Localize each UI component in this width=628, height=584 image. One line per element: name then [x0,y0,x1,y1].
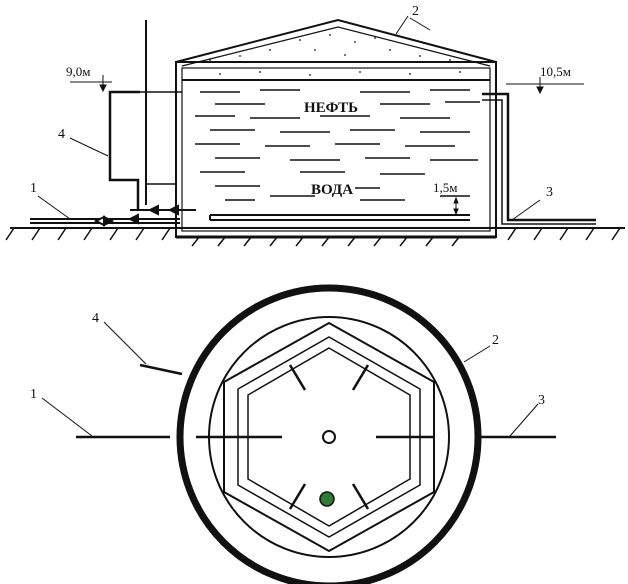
level-mark-left [70,75,112,93]
bottom-distributor-pipe [209,214,470,221]
label-2-section: 2 [412,4,419,19]
label-1-plan: 1 [30,387,37,402]
level-left-label: 9,0м [66,64,90,79]
water-layer-label: ВОДА [311,182,353,198]
label-4-section: 4 [58,127,65,142]
oil-layer-hatching [195,89,480,175]
oil-layer-label: НЕФТЬ [304,100,358,116]
tank-roof [175,18,497,67]
leader-4-plan [103,321,147,365]
plan-riser-pipe-4 [139,363,183,376]
label-3-section: 3 [546,185,553,200]
section-view [5,15,625,247]
riser-pipe-4 [108,20,182,210]
leader-2-section [409,17,431,31]
label-2-plan: 2 [492,333,499,348]
leader-3-section [511,199,541,221]
label-4-plan: 4 [92,311,99,326]
roof-gas-dots [209,34,451,61]
leader-1-section [37,195,71,220]
leader-1-plan [41,397,93,437]
outlet-pipe-3 [482,92,596,225]
inlet-pipe-1 [30,215,180,227]
plan-view [41,284,556,584]
tank-shell [175,61,497,239]
water-layer-hatching [215,185,470,201]
leader-2-plan [463,345,491,363]
leader-2-section-b [395,15,409,35]
level-mark-right [506,77,584,95]
label-1-section: 1 [30,181,37,196]
level-right-label: 10,5м [540,64,571,79]
vapor-dots [219,71,461,76]
hexagon-inner [237,336,421,538]
drain-valve [319,491,335,507]
water-level-indicator [453,196,459,216]
leader-4-section [69,137,109,157]
inlet-arrows [127,204,196,225]
leader-3-plan [509,403,539,437]
water-height-label: 1,5м [433,180,457,195]
label-3-plan: 3 [538,393,545,408]
hexagon-core [247,347,411,527]
center-nozzle [322,430,336,444]
hexagon-outer [223,321,435,553]
radial-arms [288,364,434,510]
